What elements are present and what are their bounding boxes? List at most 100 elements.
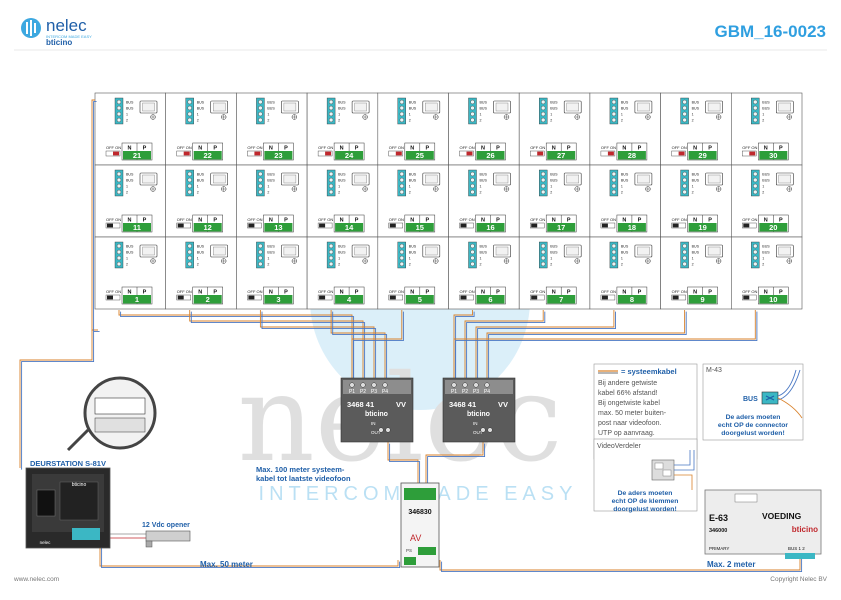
terminal-screw-icon [258,249,263,255]
system-cable-line-5: post naar videofoon. [598,420,661,427]
max-100-line-2: kabel tot laatste videofoon [256,474,351,483]
p-label: P [355,146,359,152]
terminal-screw-icon [399,105,404,111]
terminal-screw-icon [399,117,404,123]
terminal-label: BUS [126,107,134,111]
video-splitter-line-3: doorgelust worden! [613,506,676,513]
monitor-screen [142,246,155,256]
dip-switch-knob [743,223,750,228]
terminal-screw-icon [116,117,122,123]
switch-label: OFF ON [530,289,545,294]
bus-cable [439,554,801,571]
terminal-strip [539,241,548,269]
terminal-label: BUS [762,245,770,249]
terminal-screw-icon [682,171,687,177]
terminal-strip [468,241,477,269]
p-label: P [779,146,783,152]
port-label: P1 [451,389,457,395]
n-label: N [269,146,273,152]
riser-cable [91,99,98,331]
unit-number: 2 [206,295,210,304]
terminal-label: BUS [762,173,770,177]
p-label: P [708,218,712,224]
terminal-label: BUS [126,179,134,183]
power-supply: E-63 VOEDING 346000 bticino PRIMARY BUS … [704,489,822,559]
terminal-screw-icon [258,171,263,177]
terminal-screw-icon [682,177,687,183]
port-label: P2 [462,389,468,395]
terminal-screw-icon [258,99,263,105]
p-label: P [284,218,288,224]
terminal-screw-icon [399,243,404,249]
terminal-screw-icon [753,183,758,189]
terminal-screw-icon [328,99,334,105]
terminal-label: 1 [762,185,764,189]
terminal-label: BUS [621,173,629,177]
system-cable-line-1: Bij andere getwiste [598,380,657,387]
unit-number: 16 [486,223,494,232]
terminal-screw-icon [328,189,334,195]
dip-switch-knob [537,151,544,156]
n-label: N [410,146,414,152]
module-code: 346830 [408,509,431,516]
terminal-label: 1 [409,113,411,117]
dip-switch-knob [113,151,119,156]
unit-number-bg [617,151,646,160]
terminal-label: BUS [267,245,275,249]
riser-cable [486,310,686,378]
terminal-screw-icon [682,189,687,195]
terminal-label: 1 [692,185,694,189]
p-label: P [213,146,217,152]
switch-label: OFF ON [247,289,262,294]
monitor-screen [707,246,721,256]
out-screw-icon [385,427,391,433]
door-station-terminals [72,528,100,540]
terminal-screw-icon [611,255,617,261]
monitor-screen [142,174,155,184]
unit-number-bg [688,295,717,304]
unit-number-bg [759,151,788,160]
unit-number: 29 [698,151,706,160]
p-label: P [143,146,147,152]
dip-switch-knob [531,295,538,300]
terminal-label: 1 [267,113,269,117]
terminal-screw-icon [187,111,192,117]
unit-number-bg [547,223,576,232]
terminal-label: 2 [692,263,694,267]
terminal-strip [256,97,265,125]
terminal-strip [114,97,124,125]
terminal-screw-icon [611,243,617,249]
in-label: IN [371,421,376,426]
terminal-label: BUS [197,245,205,249]
video-splitter-line-1: De aders moeten [618,490,673,497]
p-label: P [355,218,359,224]
unit-number-bg [688,151,717,160]
terminal-label: BUS [126,101,134,105]
terminal-strip [185,241,194,269]
unit-number-bg [264,295,293,304]
terminal-screw-icon [399,111,404,117]
terminal-label: BUS [126,245,134,249]
terminal-label: BUS [126,251,134,255]
port-label: P4 [484,389,490,395]
terminal-screw-icon [541,99,546,105]
terminal-screw-icon [753,249,758,255]
terminal-label: BUS [338,251,346,255]
terminal-screw-icon [328,183,334,189]
terminal-label: 1 [480,113,482,117]
monitor-screen [566,174,579,184]
terminal-label: 1 [621,185,623,189]
terminal-label: 1 [126,113,128,117]
riser-cable [466,311,546,380]
terminal-label: 2 [480,263,482,267]
terminal-screw-icon [753,177,758,183]
terminal-label: 1 [126,185,128,189]
n-label: N [622,146,626,152]
n-label: N [764,290,768,296]
